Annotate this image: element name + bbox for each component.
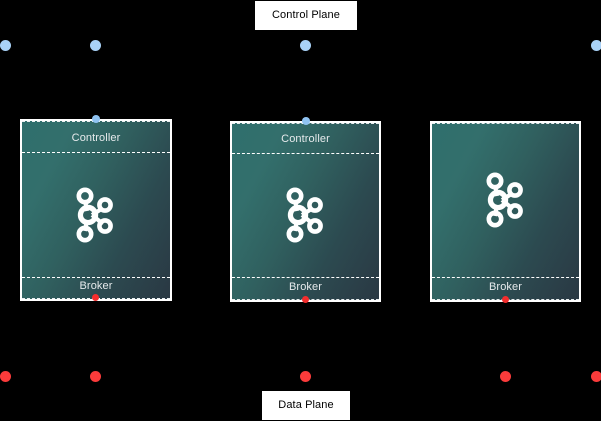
controller-section-divider xyxy=(22,152,170,153)
control-plane-label: Control Plane xyxy=(255,1,357,30)
node-3-data-connector[interactable] xyxy=(502,296,509,303)
data-dot-3[interactable] xyxy=(300,371,311,382)
broker-section-label: Broker xyxy=(489,281,522,293)
broker-section-label: Broker xyxy=(289,281,322,293)
control-dot-2[interactable] xyxy=(90,40,101,51)
broker-section-divider xyxy=(22,277,170,278)
data-dot-1[interactable] xyxy=(0,371,11,382)
node-1-control-connector[interactable] xyxy=(92,115,100,123)
broker-section-label: Broker xyxy=(79,280,113,292)
broker-section-divider xyxy=(432,277,579,278)
node-top-edge-dash xyxy=(432,123,579,124)
node-2-data-connector[interactable] xyxy=(302,296,309,303)
kafka-icon xyxy=(281,186,327,244)
control-dot-4[interactable] xyxy=(591,40,601,51)
broker-node-3[interactable]: Broker xyxy=(430,121,581,302)
node-1-data-connector[interactable] xyxy=(92,294,99,301)
broker-node-body: Broker xyxy=(432,123,579,300)
control-dot-3[interactable] xyxy=(300,40,311,51)
node-2-control-connector[interactable] xyxy=(302,117,310,125)
data-plane-label: Data Plane xyxy=(262,391,350,420)
control-dot-1[interactable] xyxy=(0,40,11,51)
controller-section-label: Controller xyxy=(71,132,121,144)
data-dot-5[interactable] xyxy=(591,371,601,382)
data-dot-4[interactable] xyxy=(500,371,511,382)
kafka-icon xyxy=(71,186,117,244)
data-dot-2[interactable] xyxy=(90,371,101,382)
controller-section-label: Controller xyxy=(281,133,330,145)
controller-section-divider xyxy=(232,153,379,154)
kafka-icon xyxy=(481,171,527,229)
broker-section-divider xyxy=(232,277,379,278)
